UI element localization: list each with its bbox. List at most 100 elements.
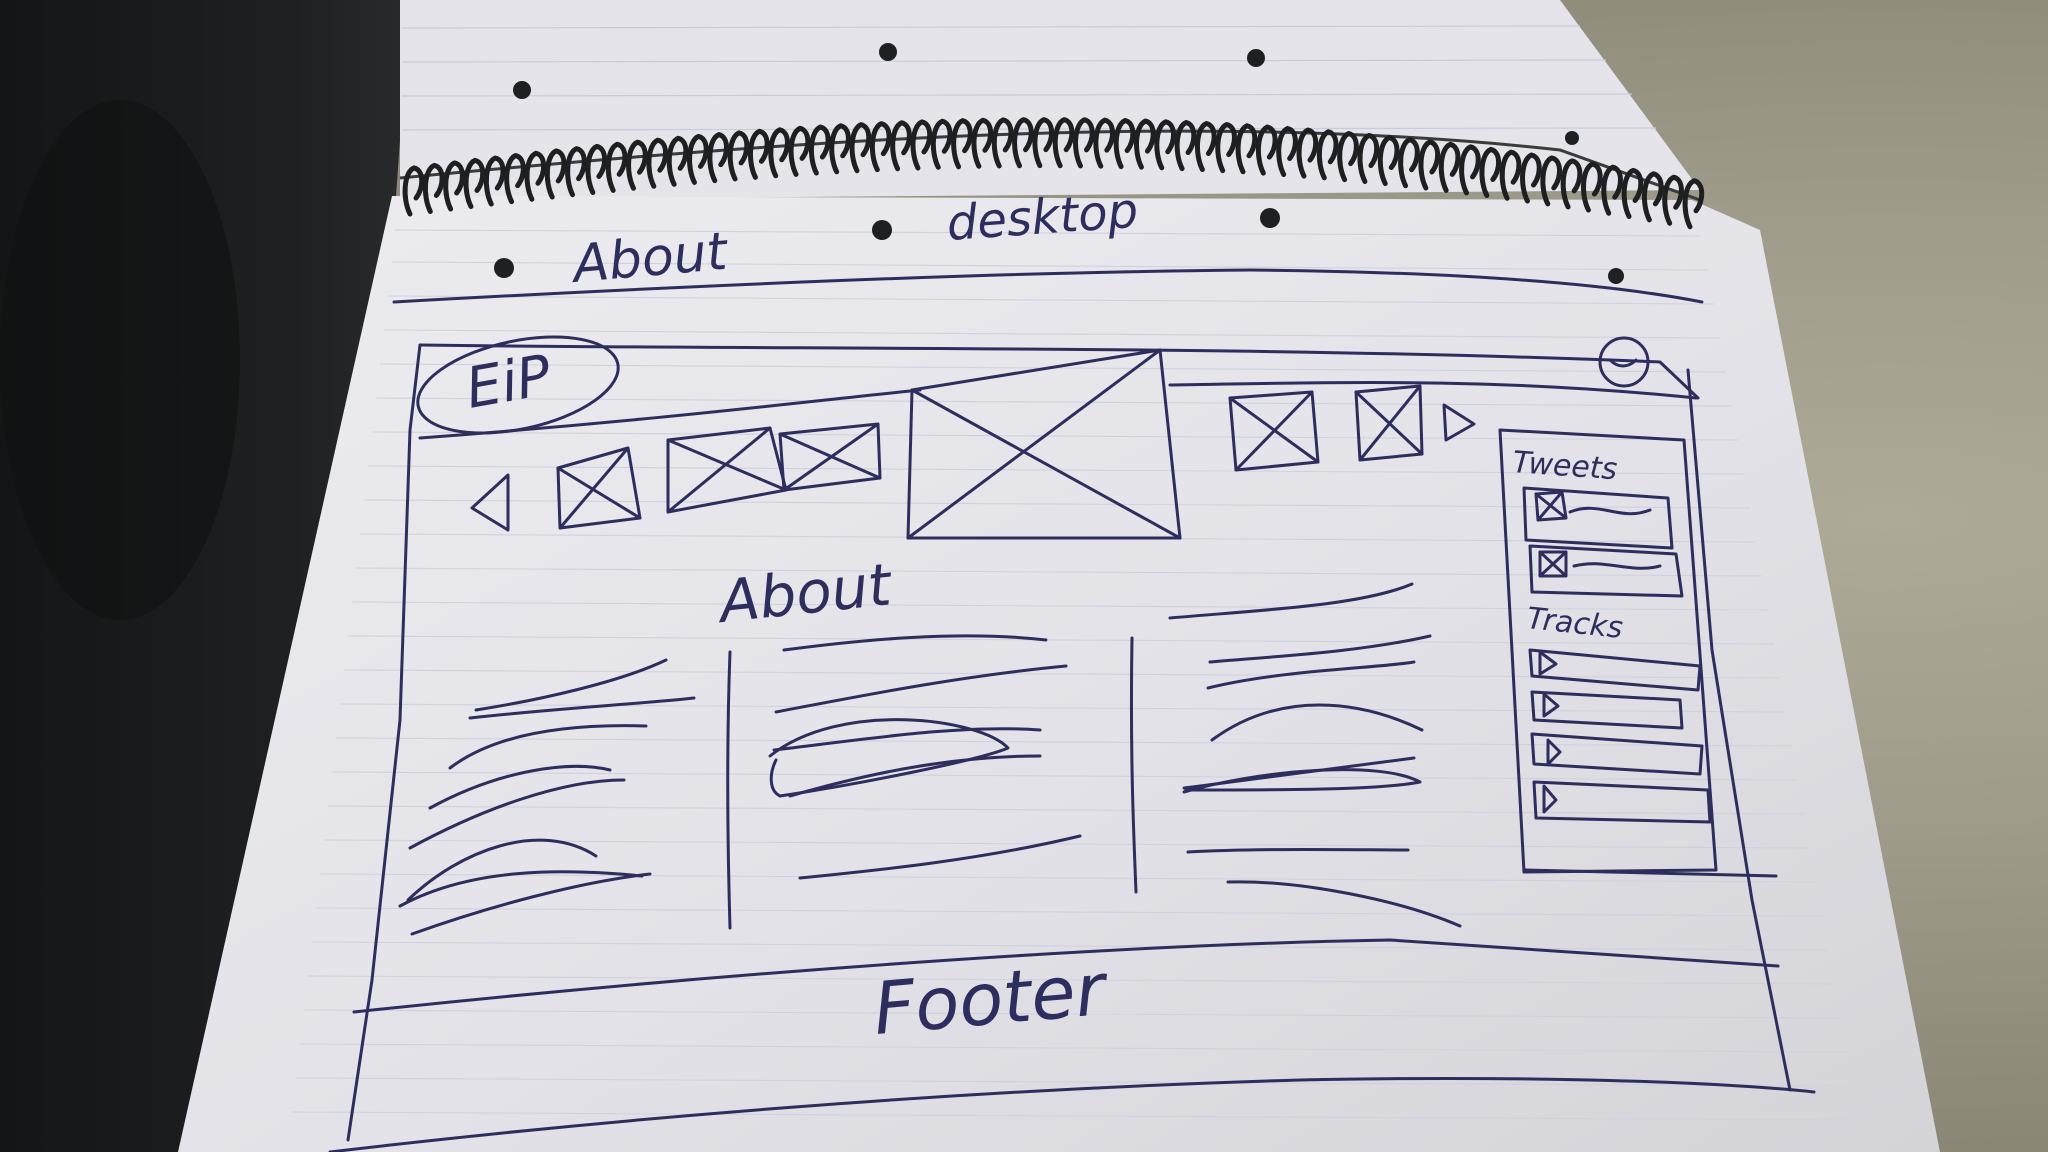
spiral-coil bbox=[1520, 152, 1542, 204]
spiral-coil bbox=[808, 124, 831, 176]
notebook-back-page bbox=[400, 0, 1700, 200]
spiral-coil bbox=[524, 150, 547, 202]
spiral-coil bbox=[971, 117, 994, 169]
logo-text: EiP bbox=[461, 343, 556, 422]
spiral-coil bbox=[1438, 141, 1461, 193]
spiral-coil bbox=[687, 133, 709, 185]
spiral-coil bbox=[1479, 146, 1502, 198]
spiral-coil bbox=[1134, 118, 1156, 170]
tweet-item-1 bbox=[1522, 486, 1674, 550]
spiral-coil bbox=[1093, 117, 1116, 169]
track-item-2 bbox=[1530, 690, 1684, 730]
spiral-coil bbox=[443, 160, 465, 212]
spiral-coil bbox=[1540, 155, 1563, 207]
spiral-coil bbox=[1581, 161, 1603, 213]
logo-oval bbox=[416, 335, 620, 435]
spiral-coil bbox=[666, 135, 689, 187]
spiral-coil bbox=[402, 165, 425, 217]
spiral-coil bbox=[768, 127, 790, 179]
spiral-coil bbox=[626, 139, 648, 191]
header-bar-top bbox=[418, 343, 1700, 400]
spiral-coil bbox=[1113, 117, 1136, 170]
spiral-coil bbox=[646, 137, 669, 189]
page-top-rule bbox=[392, 268, 1704, 304]
spiral-coil bbox=[1296, 127, 1319, 179]
track-item-3 bbox=[1530, 732, 1704, 776]
spiral-coil bbox=[1499, 149, 1522, 201]
tweet-item-2 bbox=[1528, 544, 1684, 598]
about-column-2-text bbox=[768, 634, 1082, 880]
spiral-coil bbox=[605, 141, 628, 193]
spiral-coil bbox=[1255, 124, 1278, 176]
carousel-right-arrow bbox=[1442, 403, 1476, 442]
wireframe-sketch bbox=[328, 268, 1816, 1152]
about-column-1-text bbox=[398, 658, 696, 936]
frame-right-edge bbox=[1686, 368, 1792, 1092]
sidebar-tweets-heading: Tweets bbox=[1511, 445, 1618, 487]
punch-holes bbox=[494, 208, 1624, 284]
spiral-coil bbox=[1621, 167, 1644, 219]
carousel-thumb-3 bbox=[778, 422, 882, 492]
spiral-coil bbox=[1194, 120, 1217, 173]
spiral-coil bbox=[565, 146, 587, 198]
spiral-coil bbox=[1398, 137, 1420, 189]
footer-bottom-edge bbox=[328, 1077, 1816, 1152]
spiral-coil bbox=[951, 118, 973, 170]
spiral-coil bbox=[1235, 123, 1258, 175]
spiral-coil bbox=[504, 153, 526, 205]
spiral-coil bbox=[849, 122, 872, 174]
carousel-thumb-1 bbox=[556, 446, 642, 530]
spiral-coil bbox=[930, 118, 953, 170]
carousel-thumb-4 bbox=[1228, 390, 1320, 472]
footer-label: Footer bbox=[870, 947, 1112, 1051]
spiral-coil bbox=[1641, 171, 1664, 223]
spiral-coil bbox=[727, 130, 750, 182]
spiral-coil bbox=[991, 117, 1014, 169]
spiral-coil bbox=[890, 120, 912, 172]
spiral-coil bbox=[585, 143, 608, 195]
spiral-coil bbox=[1459, 144, 1481, 196]
device-label: desktop bbox=[945, 183, 1140, 252]
spiral-coil bbox=[1357, 132, 1380, 185]
spiral-coil bbox=[869, 121, 892, 173]
spiral-coil bbox=[1560, 158, 1583, 210]
spiral-coil bbox=[1682, 178, 1705, 230]
spiral-coil bbox=[422, 162, 445, 214]
spiral-coil bbox=[910, 119, 933, 171]
frame-left-edge bbox=[346, 343, 422, 1142]
spiral-coil bbox=[1012, 117, 1034, 169]
carousel-left-arrow bbox=[470, 473, 510, 532]
spiral-coil bbox=[1662, 174, 1684, 226]
spiral-coil bbox=[1215, 121, 1237, 174]
spiral-coil bbox=[1276, 125, 1298, 178]
dark-object-shadow bbox=[0, 100, 240, 620]
column-divider-2 bbox=[1129, 636, 1138, 894]
track-item-4 bbox=[1532, 780, 1712, 824]
spiral-coil bbox=[748, 128, 770, 180]
back-page-holes bbox=[513, 43, 1579, 145]
footer-top-edge bbox=[352, 938, 1780, 1014]
spiral-coil bbox=[463, 157, 486, 209]
spiral-coil bbox=[1073, 117, 1095, 169]
spiral-coil bbox=[707, 132, 730, 184]
spiral-coil bbox=[483, 155, 506, 207]
spiral-coil bbox=[1052, 117, 1075, 169]
user-icon bbox=[1598, 336, 1650, 388]
carousel-thumb-5 bbox=[1354, 384, 1424, 462]
track-item-1 bbox=[1528, 648, 1702, 692]
spiral-coil bbox=[1154, 119, 1176, 171]
spiral-coil bbox=[1032, 117, 1055, 169]
page-title: About bbox=[568, 222, 731, 296]
spiral-coil bbox=[1337, 130, 1359, 183]
column-divider-1 bbox=[726, 650, 732, 930]
spiral-binding bbox=[399, 117, 1705, 230]
spiral-coil bbox=[1418, 139, 1441, 191]
spiral-coil bbox=[1316, 129, 1339, 181]
spiral-coil bbox=[544, 148, 567, 200]
spiral-coil bbox=[1174, 120, 1197, 172]
spiral-coil bbox=[1377, 134, 1400, 187]
spiral-coil bbox=[788, 125, 811, 177]
spiral-coil bbox=[1601, 164, 1623, 216]
sidebar-panel bbox=[1498, 428, 1718, 874]
